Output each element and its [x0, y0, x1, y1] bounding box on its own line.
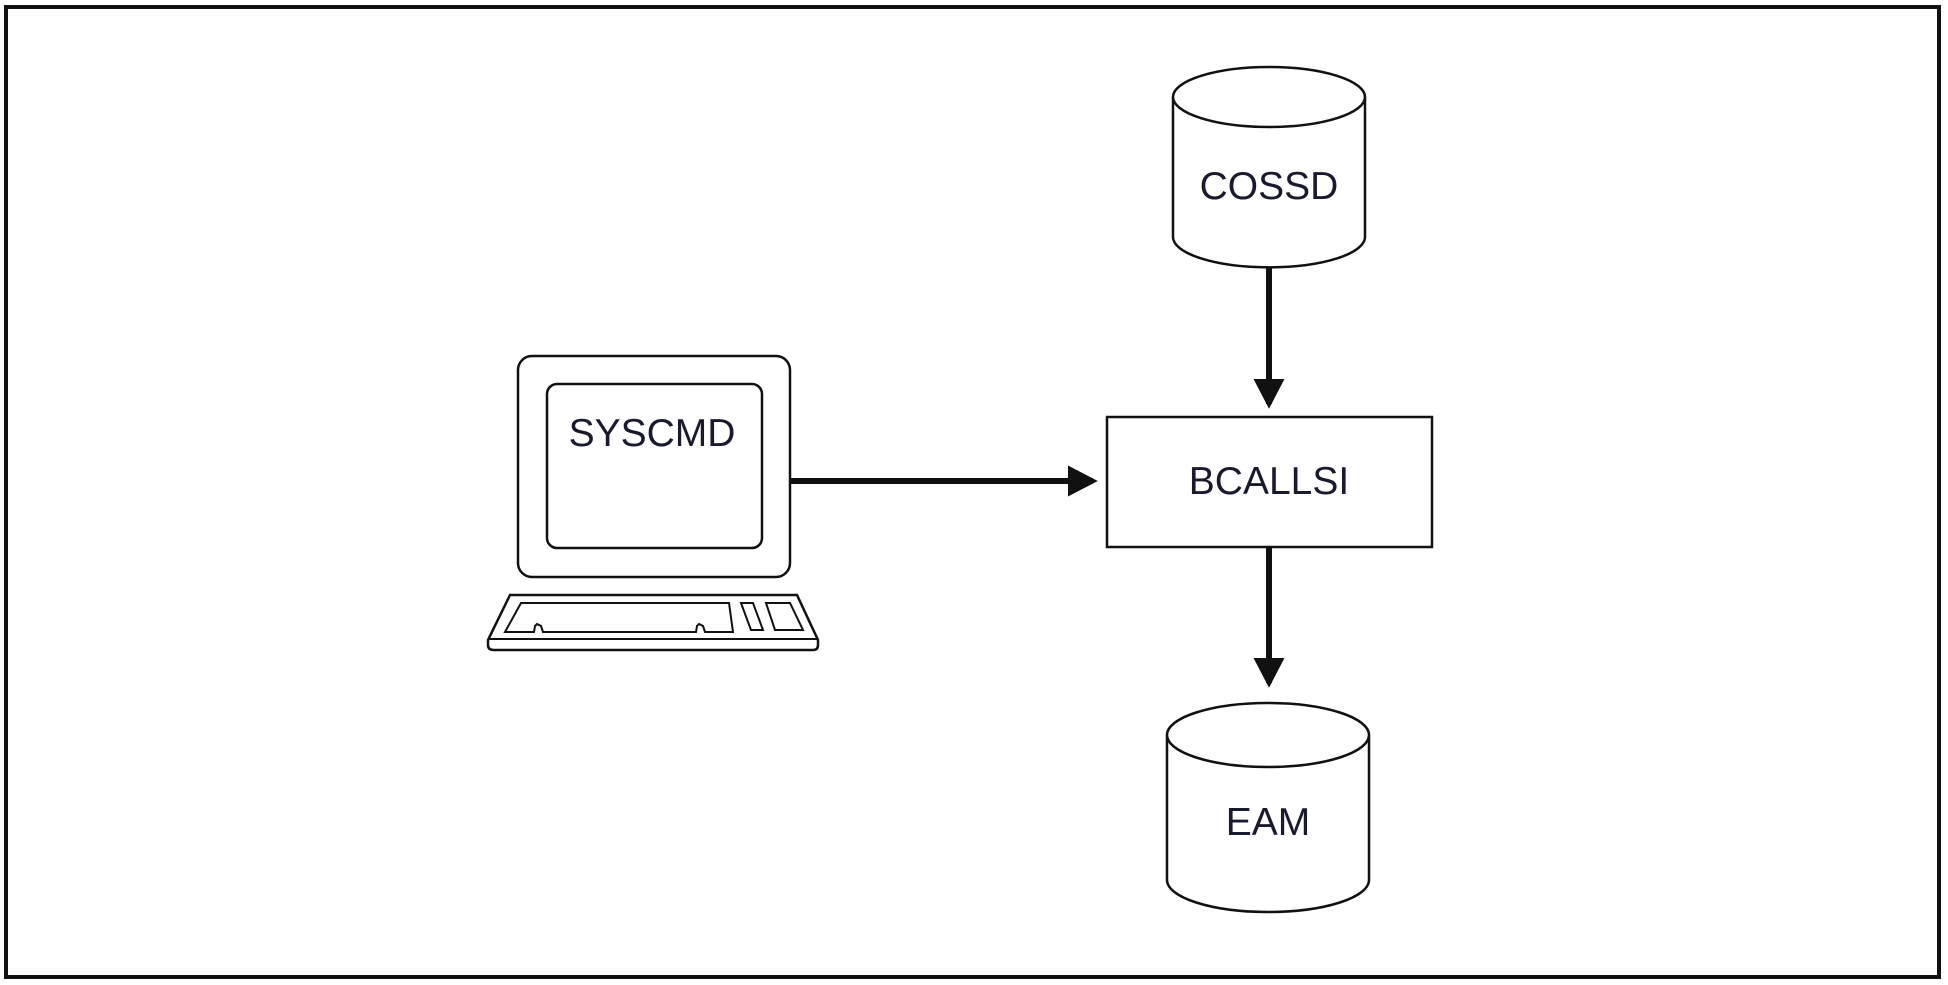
process-box [1105, 415, 1434, 549]
process-label: BCALLSI [1189, 460, 1349, 503]
computer-terminal-icon [486, 354, 820, 652]
terminal-label: SYSCMD [569, 412, 736, 455]
database-cylinder-icon [1171, 65, 1367, 269]
database-cylinder-icon [1165, 701, 1371, 914]
terminal-node: SYSCMD [486, 354, 820, 652]
source-db-label: COSSD [1200, 165, 1339, 208]
source-db-node: COSSD [1171, 65, 1367, 269]
process-node: BCALLSI [1105, 415, 1434, 549]
target-db-node: EAM [1165, 701, 1371, 914]
diagram-frame [4, 5, 1941, 979]
target-db-label: EAM [1226, 801, 1311, 844]
